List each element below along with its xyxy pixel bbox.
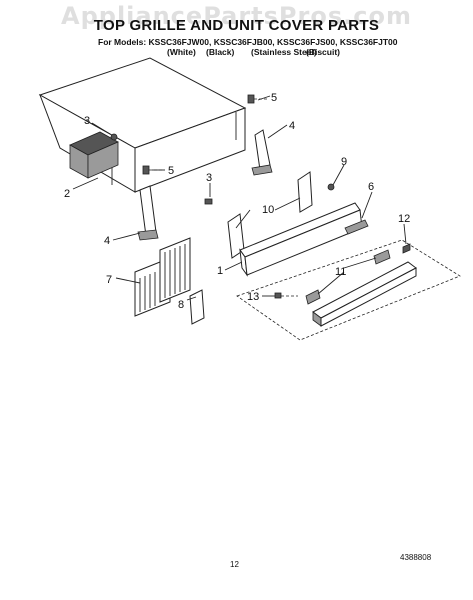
callout-3-upper: 3 bbox=[84, 115, 90, 127]
screw-part-top bbox=[247, 94, 268, 104]
clip-part-eleven-left bbox=[305, 289, 321, 305]
clip-part-upper bbox=[110, 133, 118, 141]
bracket-part-right bbox=[251, 129, 273, 176]
callout-1: 1 bbox=[217, 265, 223, 277]
color-label-stainless: (Stainless Steel) bbox=[251, 47, 317, 57]
callout-7: 7 bbox=[106, 274, 112, 286]
callout-5-top: 5 bbox=[271, 92, 277, 104]
callout-3-lower: 3 bbox=[206, 172, 212, 184]
clip-part-lower bbox=[204, 198, 213, 205]
bracket-part-left bbox=[137, 185, 159, 241]
screw-part-nine bbox=[327, 183, 335, 191]
callout-11: 11 bbox=[335, 266, 346, 278]
models-line: For Models: KSSC36FJW00, KSSC36FJB00, KS… bbox=[98, 37, 398, 47]
callout-9: 9 bbox=[341, 156, 347, 168]
callout-13: 13 bbox=[247, 291, 259, 303]
clip-part-twelve bbox=[402, 243, 411, 254]
unit-cover-part bbox=[38, 57, 247, 193]
document-number: 4388808 bbox=[400, 553, 432, 562]
callout-8: 8 bbox=[178, 299, 184, 311]
callout-12: 12 bbox=[398, 213, 410, 225]
assembly-outline bbox=[236, 239, 461, 341]
tab-part bbox=[189, 289, 205, 325]
color-label-black: (Black) bbox=[206, 47, 235, 57]
hinge-plate-part-right bbox=[297, 171, 313, 213]
callout-4-right: 4 bbox=[289, 120, 295, 132]
screw-part-thirteen bbox=[274, 292, 298, 299]
callout-4-left: 4 bbox=[104, 235, 110, 247]
callout-2: 2 bbox=[64, 188, 70, 200]
callout-6: 6 bbox=[368, 181, 374, 193]
clip-part-eleven-right bbox=[373, 249, 391, 265]
grille-panel-part bbox=[239, 202, 363, 277]
callout-10: 10 bbox=[262, 204, 274, 216]
page-number: 12 bbox=[230, 560, 239, 569]
filter-grille-part bbox=[134, 237, 191, 317]
callout-5-left: 5 bbox=[168, 165, 174, 177]
rail-part bbox=[312, 261, 417, 327]
color-label-white: (White) bbox=[167, 47, 196, 57]
badge-part bbox=[344, 219, 369, 235]
page-title: TOP GRILLE AND UNIT COVER PARTS bbox=[93, 17, 380, 34]
color-label-biscuit: (Biscuit) bbox=[306, 47, 340, 57]
